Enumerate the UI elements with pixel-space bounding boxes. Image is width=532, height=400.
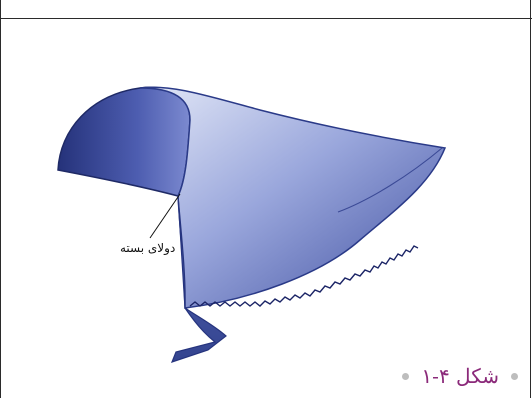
caption-bullet-icon xyxy=(402,373,409,380)
caption-bullet-icon xyxy=(511,373,518,380)
label-leader-line xyxy=(150,194,180,238)
figure-caption: شکل ۴-۱ xyxy=(318,363,518,389)
caption-text: شکل ۴-۱ xyxy=(421,364,499,388)
fabric-inner-fold xyxy=(58,87,190,196)
closed-fold-label: دولای بسته xyxy=(120,241,175,255)
